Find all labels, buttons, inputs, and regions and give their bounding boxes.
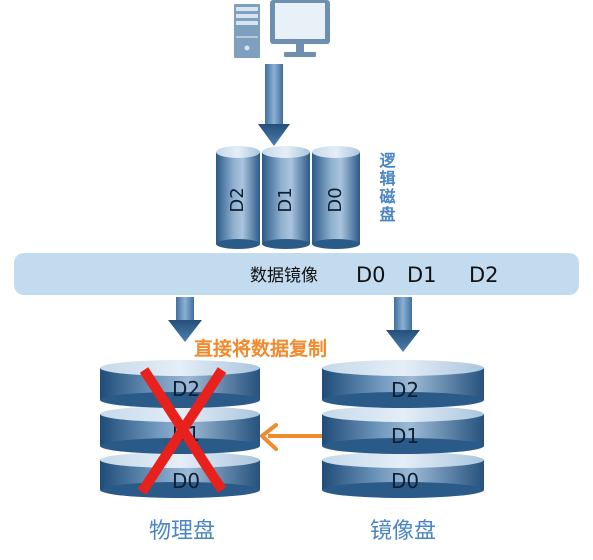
mirror-disk-layer: D2 [322,360,484,408]
mirror-bar-item-d1: D1 [407,263,437,287]
logical-disk-cylinder: D2 [216,146,260,249]
server-icon [234,4,260,58]
logical-disk-cylinder: D1 [262,146,310,249]
logical-disk-label-d2: D2 [227,187,248,212]
mirror-bar-item-d2: D2 [469,263,499,287]
down-arrow-icon [168,297,202,342]
mirror-disk-label-d0: D0 [391,469,419,493]
logical-disk-title: 逻辑磁盘 [377,152,396,224]
left-arrow-icon [260,423,322,451]
mirror-bar: 数据镜像 D0 D1 D2 [14,253,579,295]
physical-disk-title: 物理盘 [149,519,215,544]
mirror-disk-label-d1: D1 [391,424,419,448]
mirror-disk: D0 D1 D2 [322,360,484,498]
logical-disk-cylinder: D0 [312,146,360,249]
cross-icon [137,367,227,495]
mirror-disk-layer: D1 [322,406,484,454]
physical-disk-layer: D0 [100,452,260,498]
logical-disk-label-d0: D0 [325,187,346,212]
logical-disk: D2 D1 D0 [216,146,360,249]
physical-disk-label-d0: D0 [172,469,200,493]
logical-disk-label-d1: D1 [275,187,296,212]
physical-disk: D0 D1 D2 [100,360,260,498]
down-arrow-icon [386,297,420,352]
mirror-bar-item-d0: D0 [356,263,386,287]
mirror-disk-title: 镜像盘 [370,519,436,544]
mirror-bar-label: 数据镜像 [250,266,318,286]
copy-annotation: 直接将数据复制 [194,337,327,360]
physical-disk-label-d2: D2 [172,377,200,401]
mirror-disk-label-d2: D2 [391,378,419,402]
physical-disk-layer: D2 [100,360,260,408]
down-arrow-icon [258,64,290,146]
monitor-icon [270,0,330,57]
mirror-disk-layer: D0 [322,452,484,498]
